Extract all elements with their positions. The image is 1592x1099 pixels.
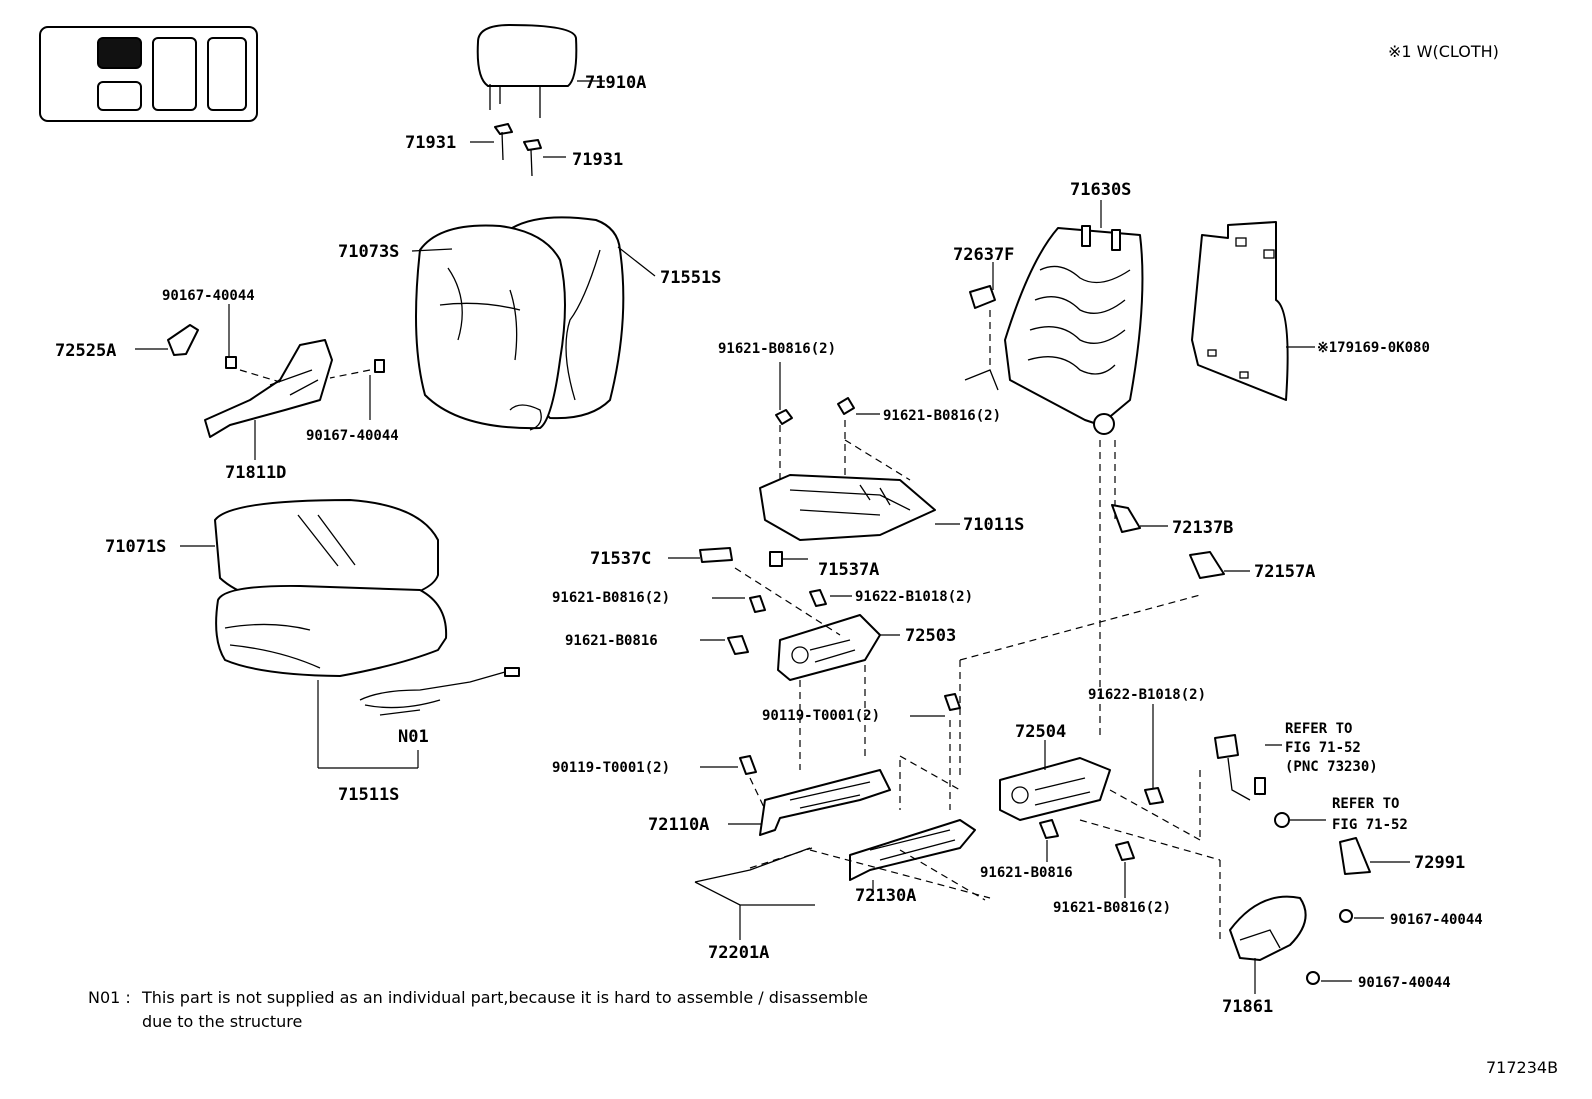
labels: ※1 W(CLOTH) 71910A 71931 71931 71073S 71… <box>55 42 1558 1077</box>
label-screw-bottom: 90167-40044 <box>306 428 399 444</box>
label-71910a: 71910A <box>585 73 646 93</box>
figure-code: 717234B <box>1486 1058 1558 1077</box>
label-bolt-f: 90119-T0001(2) <box>762 708 880 724</box>
footnote-line2: due to the structure <box>142 1012 302 1031</box>
refer2-line1: REFER TO <box>1332 796 1399 812</box>
label-screw-d: 90167-40044 <box>1358 975 1451 991</box>
label-72137b: 72137B <box>1172 518 1233 538</box>
label-screw-c: 90167-40044 <box>1390 912 1483 928</box>
adjuster-inner-drawing <box>700 567 900 770</box>
label-72525a: 72525A <box>55 341 116 361</box>
label-72504: 72504 <box>1015 722 1066 742</box>
wire-drawing <box>694 847 815 940</box>
label-72503: 72503 <box>905 626 956 646</box>
label-72201a: 72201A <box>708 943 769 963</box>
selected-seat-icon <box>97 37 142 69</box>
label-71630s: 71630S <box>1070 180 1131 200</box>
refer2-line2: FIG 71-52 <box>1332 817 1408 833</box>
label-71931-left: 71931 <box>405 133 456 153</box>
refer1-line1: REFER TO <box>1285 721 1352 737</box>
refer1-line3: (PNC 73230) <box>1285 759 1378 775</box>
seat-position-indicator <box>39 26 258 122</box>
label-bolt-i: 91621-B0816 <box>980 865 1073 881</box>
label-bolt-a: 91621-B0816(2) <box>718 341 836 357</box>
label-71551s: 71551S <box>660 268 721 288</box>
label-bolt-b: 91621-B0816(2) <box>883 408 1001 424</box>
label-71931-right: 71931 <box>572 150 623 170</box>
tracks-drawing <box>700 693 991 901</box>
label-71861: 71861 <box>1222 997 1273 1017</box>
shield-drawing <box>135 304 385 460</box>
label-72130a: 72130A <box>855 886 916 906</box>
back-frame-drawing <box>964 200 1144 435</box>
label-bolt-h: 90119-T0001(2) <box>552 760 670 776</box>
adjuster-outer-drawing <box>959 440 1221 940</box>
refer1-line2: FIG 71-52 <box>1285 740 1361 756</box>
note-top-right: ※1 W(CLOTH) <box>1388 42 1499 61</box>
cushion-frame-drawing <box>668 362 960 567</box>
label-72157a: 72157A <box>1254 562 1315 582</box>
label-n01: N01 <box>398 727 429 747</box>
label-72991: 72991 <box>1414 853 1465 873</box>
label-71811d: 71811D <box>225 463 286 483</box>
pad-sheet-drawing <box>1191 221 1315 401</box>
label-bolt-g: 91622-B1018(2) <box>1088 687 1206 703</box>
label-72637f: 72637F <box>953 245 1014 265</box>
label-bolt-c: 91621-B0816(2) <box>552 590 670 606</box>
label-71511s: 71511S <box>338 785 399 805</box>
footnote-line1: This part is not supplied as an individu… <box>141 988 868 1007</box>
seatback-drawing <box>411 216 656 431</box>
footnote-key: N01 : <box>88 988 131 1007</box>
headrest-drawing <box>470 24 605 177</box>
label-71071s: 71071S <box>105 537 166 557</box>
label-pad-sheet: ※179169-0K080 <box>1317 340 1430 356</box>
label-71011s: 71011S <box>963 515 1024 535</box>
right-parts-drawing <box>1111 504 1410 994</box>
label-screw-top: 90167-40044 <box>162 288 255 304</box>
label-71537a: 71537A <box>818 560 879 580</box>
label-71537c: 71537C <box>590 549 651 569</box>
label-bolt-j: 91621-B0816(2) <box>1053 900 1171 916</box>
cushion-drawing <box>180 499 520 769</box>
label-bolt-e: 91621-B0816 <box>565 633 658 649</box>
label-72110a: 72110A <box>648 815 709 835</box>
label-bolt-d: 91622-B1018(2) <box>855 589 973 605</box>
label-71073s: 71073S <box>338 242 399 262</box>
